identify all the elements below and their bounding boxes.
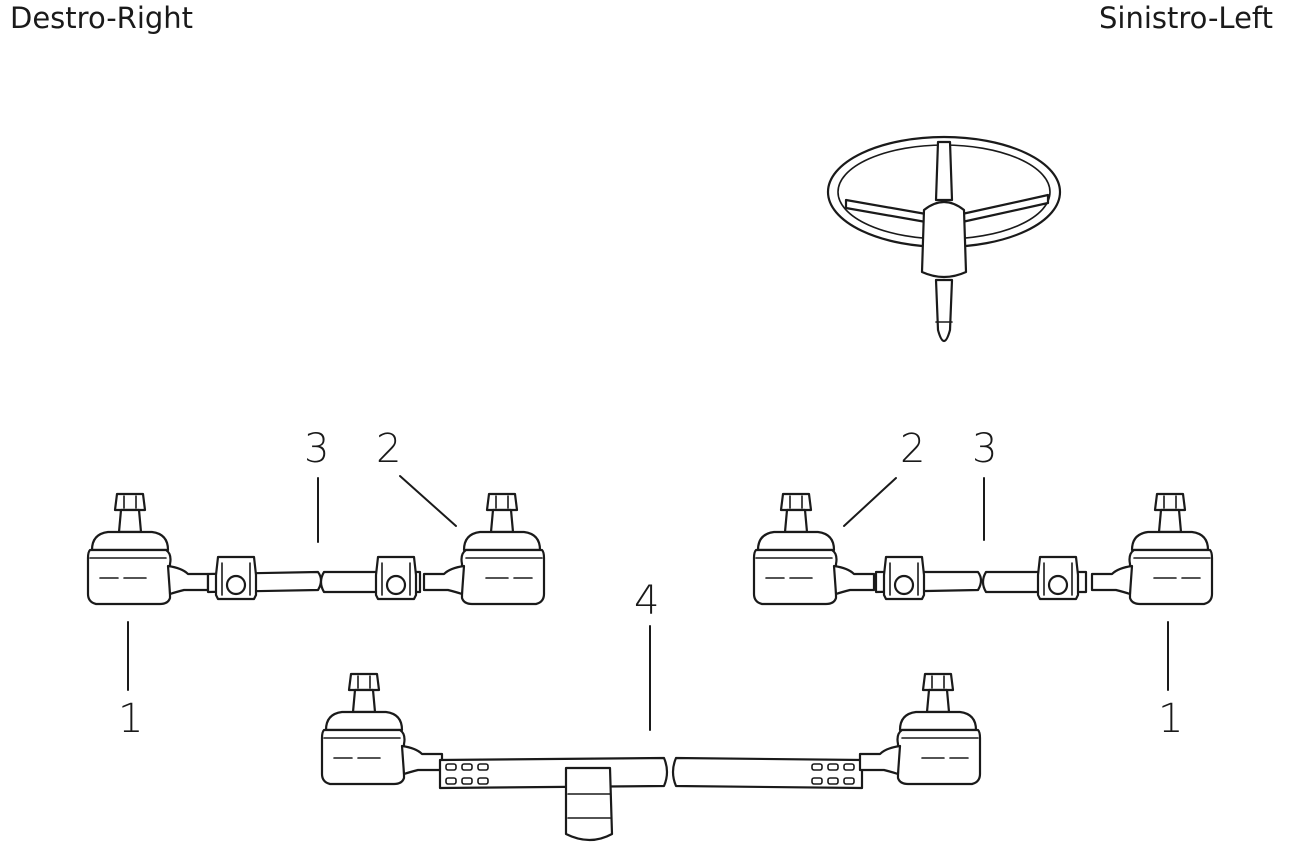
left-side-label: Sinistro-Left <box>1099 1 1273 35</box>
callout-3-left: 3 <box>972 426 997 472</box>
callout-1-right: 1 <box>118 696 143 742</box>
right-side-label: Destro-Right <box>10 1 194 35</box>
steering-wheel <box>826 135 1062 343</box>
center-link <box>320 672 982 842</box>
callout-3-right: 3 <box>304 426 329 472</box>
left-tie-rod-assembly <box>752 492 1214 606</box>
callout-2-right: 2 <box>376 426 401 472</box>
leader-lines <box>127 475 1169 731</box>
callout-2-left: 2 <box>900 426 925 472</box>
callout-1-left: 1 <box>1158 696 1183 742</box>
right-tie-rod-assembly <box>86 492 546 606</box>
callout-4: 4 <box>634 578 659 624</box>
